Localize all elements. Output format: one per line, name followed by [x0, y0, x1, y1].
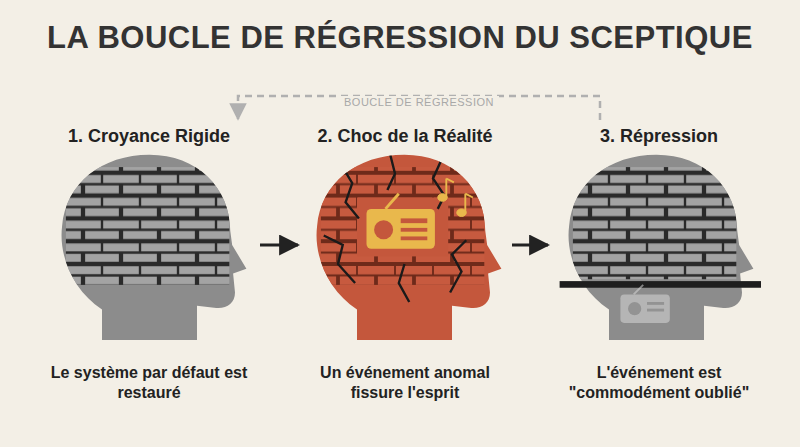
stage-description: Un événement anomal fissure l'esprit: [298, 363, 512, 403]
music-notes: [438, 179, 473, 217]
stage-heading: 2. Choc de la Réalité: [298, 126, 512, 147]
faded-radio: [620, 285, 669, 323]
loop-label: BOUCLE DE RÉGRESSION: [339, 96, 499, 108]
stage-heading: 3. Répression: [548, 126, 770, 147]
stage-node: 2. Choc de la Réalité Un événement anomal…: [298, 120, 512, 403]
stage-description: L'événement est "commodément oublié": [548, 363, 770, 403]
stage-description: Le système par défaut est restauré: [38, 363, 260, 403]
flow-arrow: [512, 244, 548, 247]
cracked-head: [317, 155, 502, 340]
rigid-head: [62, 155, 247, 340]
radio-icon: [367, 194, 435, 249]
stage-node: 1. Croyance Rigide Le système par défaut …: [38, 120, 260, 403]
flow-arrow: [260, 244, 298, 247]
stage-heading: 1. Croyance Rigide: [38, 126, 260, 147]
regression-loop-arrow: [238, 96, 600, 120]
diagram-title: LA BOUCLE DE RÉGRESSION DU SCEPTIQUE: [0, 20, 800, 56]
stage-node: 3. RépressionL'événement est "commodémen…: [548, 120, 770, 403]
repressed-head: [560, 155, 761, 340]
